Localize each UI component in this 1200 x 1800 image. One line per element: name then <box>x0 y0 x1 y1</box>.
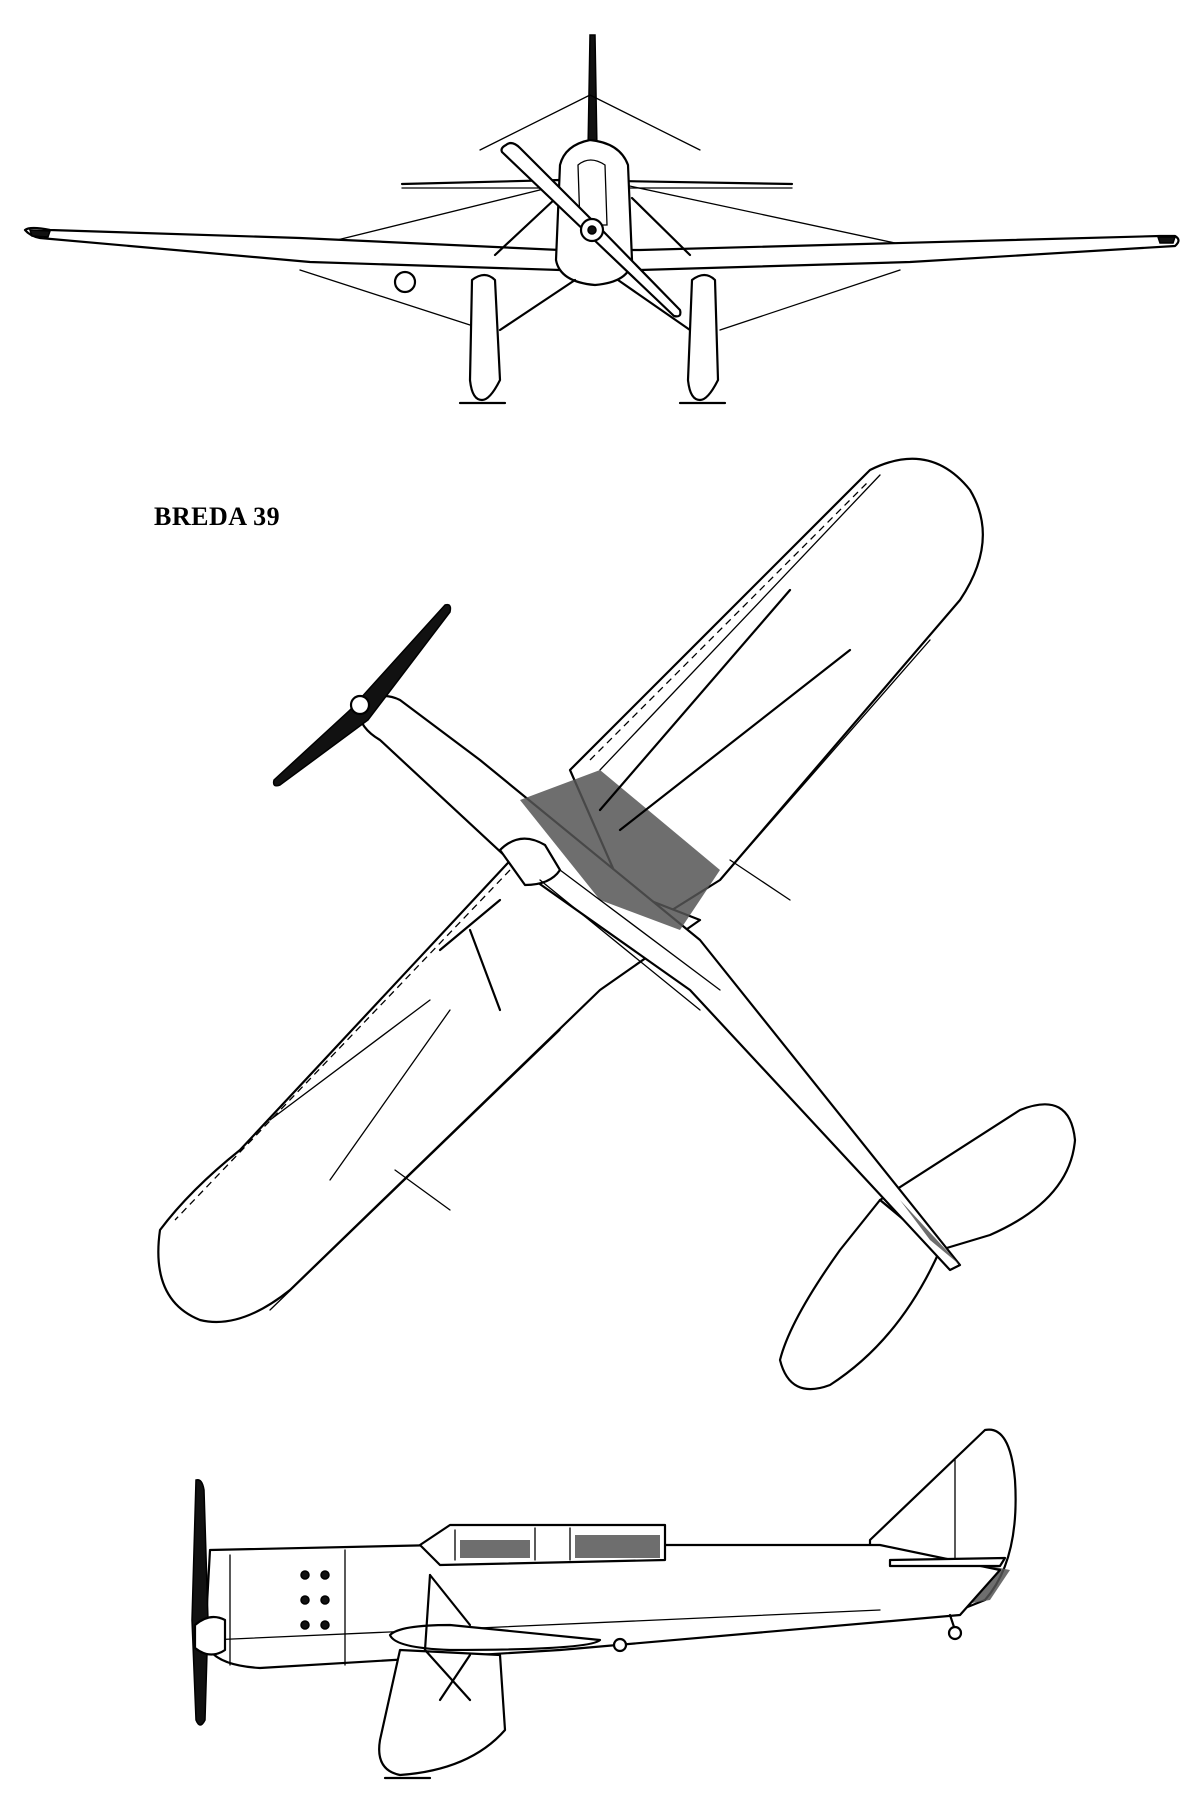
plan-tailplane-left <box>778 1198 942 1391</box>
front-fin <box>587 34 598 151</box>
side-fuselage <box>203 1543 1002 1670</box>
plan-propeller <box>272 603 452 787</box>
plan-right-wing <box>568 457 984 932</box>
front-view <box>23 34 1180 405</box>
side-view <box>191 1428 1017 1780</box>
side-wing-section <box>388 1623 602 1652</box>
front-right-spat <box>686 273 720 402</box>
side-spinner <box>193 1615 227 1656</box>
plan-view <box>157 457 1077 1391</box>
front-left-spat <box>468 273 502 402</box>
side-tailplane <box>888 1556 1007 1568</box>
side-propeller <box>191 1478 209 1726</box>
aircraft-title: BREDA 39 <box>154 502 281 531</box>
side-wheel-spat <box>378 1648 507 1777</box>
plan-left-wing <box>157 848 702 1324</box>
plan-tailplane-right <box>878 1103 1077 1252</box>
plan-spinner <box>349 694 371 716</box>
